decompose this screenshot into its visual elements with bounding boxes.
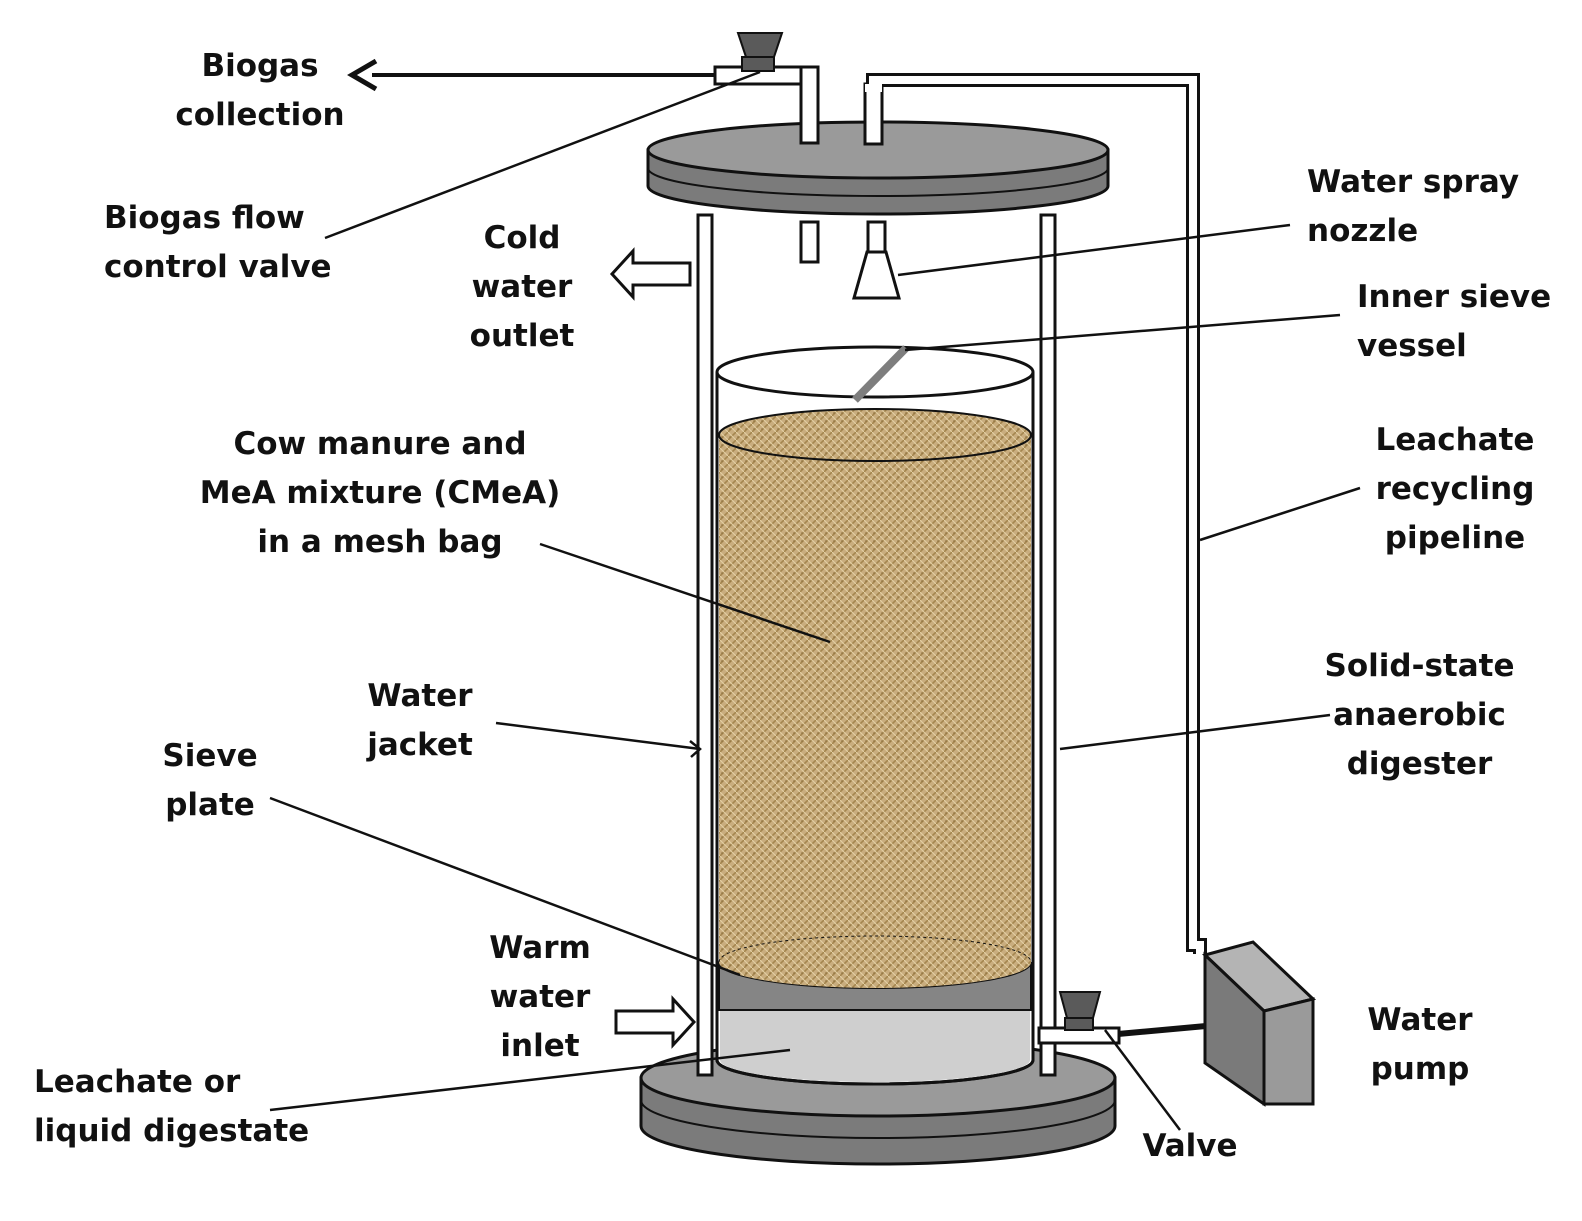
label-inner-sieve-vessel: Inner sieve vessel [1357,279,1552,364]
bottom-valve-and-pump [1037,940,1317,1107]
label-valve: Valve [1142,1128,1238,1164]
label-water-pump: Water pump [1367,1002,1473,1087]
label-cold-water-outlet: Cold water outlet [469,220,575,354]
biogas-outlet-pipe [713,32,820,145]
label-leachate-or-liquid-digestate: Leachate or liquid digestate [34,1064,310,1149]
label-digester: Solid-state anaerobic digester [1324,648,1515,782]
label-biogas-flow-control-valve: Biogas flow control valve [104,200,332,285]
inner-sieve-vessel [715,345,1035,1086]
top-lid [646,120,1110,216]
arrows [347,58,716,1049]
label-substrate-mixture: Cow manure and MeA mixture (CMeA) in a m… [199,426,561,560]
leachate-recycling-pipe [863,73,1207,954]
label-water-jacket: Water jacket [367,678,473,763]
water-jacket-walls [696,213,1057,1077]
label-water-spray-nozzle: Water spray nozzle [1307,164,1520,249]
nozzle-stubs [799,220,901,300]
label-sieve-plate: Sieve plate [162,738,258,823]
label-leachate-recycling-pipeline: Leachate recycling pipeline [1375,422,1535,556]
leader-lines [269,70,1361,1131]
label-warm-water-inlet: Warm water inlet [489,930,591,1064]
label-biogas-collection: Biogas collection [175,48,345,133]
